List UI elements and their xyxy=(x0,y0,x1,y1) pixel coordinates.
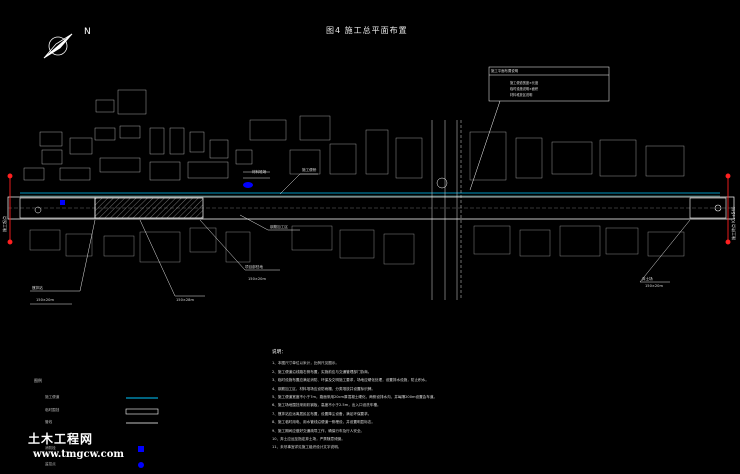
buildings-top-mid xyxy=(249,115,685,181)
north-label: N xyxy=(84,27,91,37)
watermark-text: 土木工程网 xyxy=(28,432,94,446)
note-line: 3、临时设施布置应满足消防、环保及文明施工要求，场地应硬化处理，设置排水设施，防… xyxy=(272,378,429,383)
note-line: 8、施工临时用电、用水管线沿便道一侧埋设，并设置明显标志。 xyxy=(272,420,375,425)
legend-item: 消防栓 xyxy=(45,446,56,450)
start-station-label: 施工起点 xyxy=(2,216,7,232)
buildings-bottom xyxy=(29,225,685,265)
drawing-title: 图4 施工总平面布置 xyxy=(326,26,408,35)
start-marker xyxy=(7,173,13,245)
callout-top-line3: 材料堆放区说明 xyxy=(510,93,533,97)
end-station-label: 施工终点 K1+540 xyxy=(731,206,736,240)
main-road xyxy=(7,192,735,220)
note-line: 1、本图尺寸单位以米计，比例尺见图示。 xyxy=(272,361,339,366)
callout-top-line2: 临时设施说明×面积 xyxy=(510,87,539,91)
callout-site-b: 搅拌站 xyxy=(32,286,43,290)
design-notes: 说明： 1、本图尺寸单位以米计，比例尺见图示。 2、施工便道沿线路右侧布置，实施… xyxy=(272,349,712,452)
notes-heading: 说明： xyxy=(272,350,286,355)
callout-center: 钢筋加工区 xyxy=(270,225,288,229)
note-line: 7、搅拌站应远离居民区布置，设置降尘设备，满足环保要求。 xyxy=(272,411,372,416)
dim-right: 150×20m xyxy=(645,284,663,288)
legend-symbols xyxy=(125,397,159,468)
note-line: 6、施工场地围挡采用彩钢板，高度不小于2.5m，出入口设洗车槽。 xyxy=(272,403,381,408)
note-line: 10、弃土应运至指定弃土场，严禁随意倾倒。 xyxy=(272,437,345,442)
callout-top-title: 施工平面布置说明 xyxy=(491,69,519,73)
leader-lines xyxy=(30,171,691,305)
note-line: 4、钢筋加工区、材料堆场应设防雨棚，分类堆放并设置标识牌。 xyxy=(272,386,375,391)
legend-item: 施工便道 xyxy=(45,395,60,399)
legend-item: 临时围挡 xyxy=(45,408,60,412)
dim-mid: 150×28m xyxy=(176,298,194,302)
north-arrow-icon xyxy=(43,33,73,59)
note-line: 11、未尽事宜详见施工组织设计文字说明。 xyxy=(272,445,342,450)
cross-road xyxy=(431,120,462,300)
blue-marker xyxy=(60,182,253,205)
note-line: 5、施工便道宽度不小于7m，路面采用20cm厚混凝土硬化，两侧设排水沟，并每隔2… xyxy=(272,395,438,400)
callout-site-c: 弃土场 xyxy=(642,277,653,281)
callout-left-mid: 材料堆场 xyxy=(252,170,267,174)
note-line: 2、施工便道沿线路右侧布置，实施前应与交通管理部门协商。 xyxy=(272,369,372,374)
buildings-top-left xyxy=(23,89,253,181)
legend-title: 图例 xyxy=(34,378,42,383)
callout-bridge: 施工便桥 xyxy=(302,168,317,172)
dim-left: 150×20m xyxy=(248,277,266,281)
dim-center: 150×20m xyxy=(36,298,54,302)
watermark-url: www.tmgcw.com xyxy=(33,449,125,460)
hatched-work-zone xyxy=(19,197,204,219)
end-marker xyxy=(725,173,731,245)
note-line: 9、施工期间应做好交通疏导工作，确保行车及行人安全。 xyxy=(272,428,365,433)
callout-top-line1: 施工便道宽度×长度 xyxy=(510,81,539,85)
legend-item: 管线 xyxy=(45,420,53,424)
legend-item: 监控点 xyxy=(45,462,56,466)
top-callout-box xyxy=(469,66,610,191)
right-work-zone xyxy=(689,197,727,219)
callout-site-a: 项目部驻地 xyxy=(245,265,263,269)
